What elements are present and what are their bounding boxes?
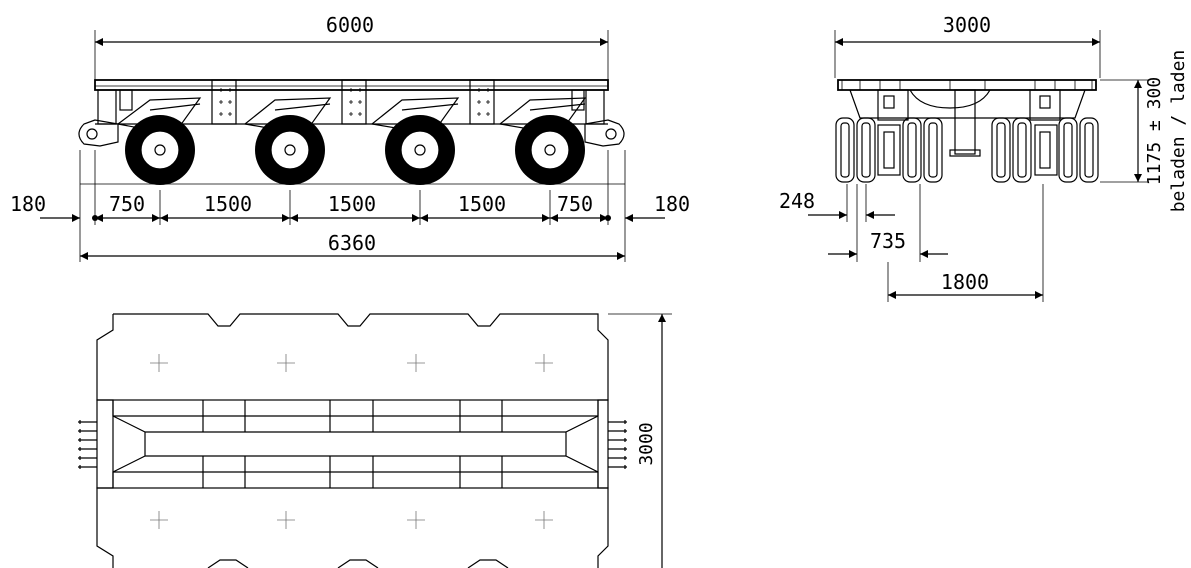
dim-6000: 6000 <box>94 13 609 80</box>
dim-180-left: 180 <box>10 192 46 216</box>
plan-view: 3000 <box>78 313 672 568</box>
dim-1500-b: 1500 <box>328 192 376 216</box>
end-lug-right <box>584 119 625 147</box>
coupling-plates <box>211 79 495 125</box>
dim-750-left: 750 <box>109 192 145 216</box>
deck-end-post-left <box>97 89 117 125</box>
dim-1800: 1800 <box>887 184 1044 302</box>
dim-735-label: 735 <box>870 229 906 253</box>
dim-735: 735 <box>828 184 948 262</box>
end-view-wheels-left <box>835 117 943 183</box>
dim-segments: 180 750 1500 1500 1500 750 180 <box>10 150 690 262</box>
side-view: 6000 <box>10 13 690 262</box>
dim-1500-c: 1500 <box>458 192 506 216</box>
wheel-2 <box>255 115 325 185</box>
dim-248: 248 <box>779 184 895 222</box>
deck-end-post-right <box>585 89 605 125</box>
wheel-3 <box>385 115 455 185</box>
end-view: 3000 <box>779 13 1189 302</box>
wheel-1 <box>125 115 195 185</box>
dim-3000-top: 3000 <box>834 13 1101 78</box>
dim-plan-width-label: 3000 <box>636 422 657 465</box>
couplers-right <box>608 420 627 469</box>
dim-1800-label: 1800 <box>941 270 989 294</box>
end-view-wheels-right <box>991 117 1099 183</box>
plan-outline <box>96 313 609 568</box>
dim-248-label: 248 <box>779 189 815 213</box>
dim-height-note: beladen / laden <box>1168 50 1189 213</box>
couplers-left <box>78 420 97 469</box>
wheel-4 <box>515 115 585 185</box>
dim-6360-label: 6360 <box>328 231 376 255</box>
dim-height: 1175 ± 300 beladen / laden <box>1100 50 1189 213</box>
dim-180-right: 180 <box>654 192 690 216</box>
plan-crosshairs <box>150 354 553 529</box>
dim-750-right: 750 <box>557 192 593 216</box>
dim-6000-label: 6000 <box>326 13 374 37</box>
dim-height-label: 1175 ± 300 <box>1144 77 1165 185</box>
dim-1500-a: 1500 <box>204 192 252 216</box>
end-lug-left <box>78 119 119 147</box>
dim-plan-width: 3000 <box>608 313 672 568</box>
dim-3000-top-label: 3000 <box>943 13 991 37</box>
deck-outline <box>94 79 609 91</box>
dim-6360: 6360 <box>80 231 625 260</box>
